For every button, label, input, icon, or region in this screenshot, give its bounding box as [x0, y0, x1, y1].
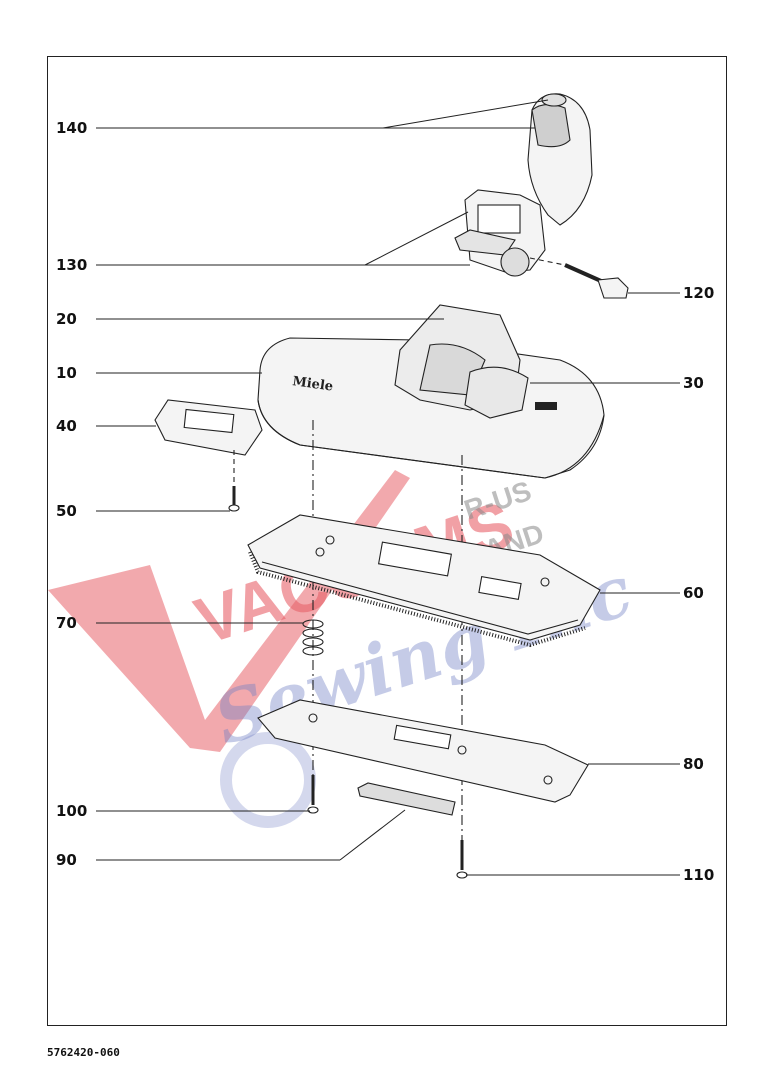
part-90-strip: [357, 782, 456, 816]
callout-20: 20: [56, 310, 77, 328]
callout-40: 40: [56, 417, 77, 435]
leader-lines: [96, 99, 680, 876]
callout-90: 90: [56, 851, 77, 869]
callout-100: 100: [56, 802, 88, 820]
drawing-frame: [47, 56, 727, 1026]
callout-10: 10: [56, 364, 77, 382]
callout-120: 120: [683, 284, 715, 302]
callout-60: 60: [683, 584, 704, 602]
part-130-swivel-joint: [454, 189, 546, 277]
callout-130: 130: [56, 256, 88, 274]
brand-mark: Miele: [291, 374, 334, 395]
part-110-screw: [456, 840, 468, 879]
part-80-base-plate: [257, 699, 589, 803]
part-40-bracket: [154, 399, 263, 485]
part-100-screw: [307, 775, 319, 814]
part-30-pedal: [464, 366, 529, 419]
part-120-axle-pin: [529, 257, 629, 299]
callout-50: 50: [56, 502, 77, 520]
part-50-screw: [228, 486, 240, 512]
callout-80: 80: [683, 755, 704, 773]
part-140-swivel-pipe: [527, 93, 593, 226]
part-60-brush-plate: [247, 514, 601, 648]
document-code: 5762420-060: [47, 1046, 120, 1059]
callout-30: 30: [683, 374, 704, 392]
callout-70: 70: [56, 614, 77, 632]
callout-110: 110: [683, 866, 715, 884]
callout-140: 140: [56, 119, 88, 137]
part-70-spring: [302, 619, 324, 656]
